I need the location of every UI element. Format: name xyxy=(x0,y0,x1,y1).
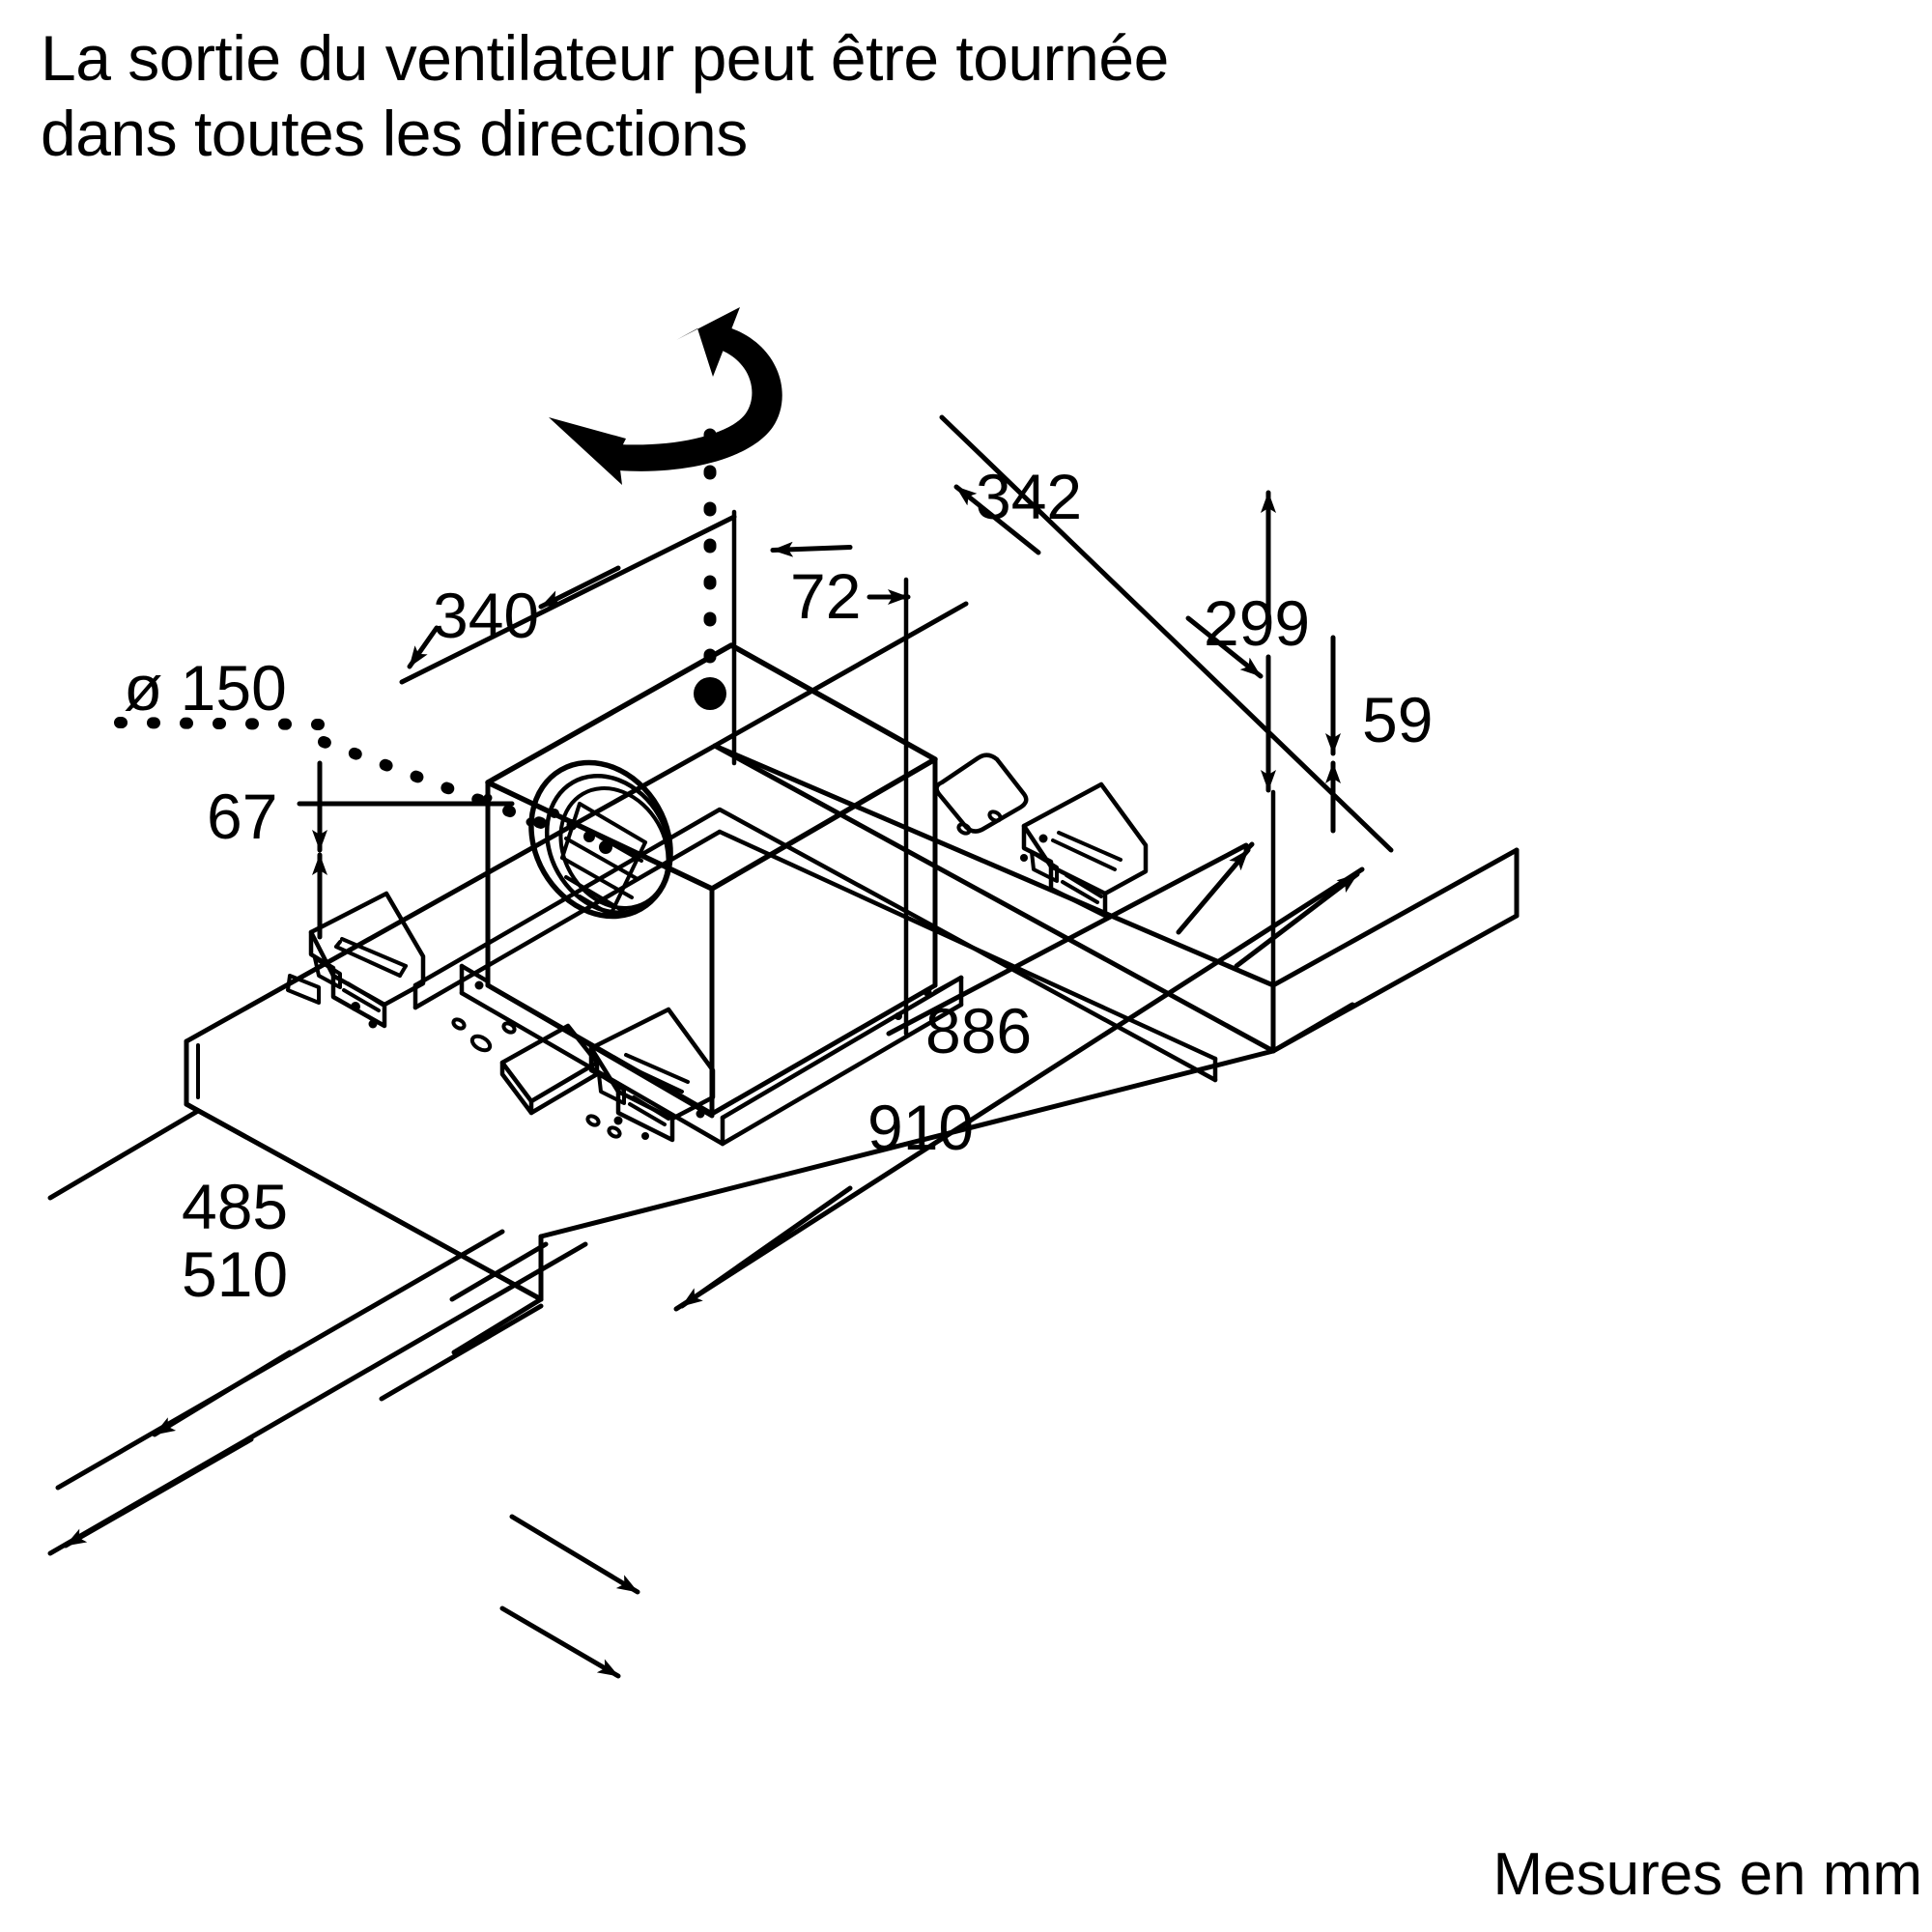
panel-holes xyxy=(451,810,1003,1139)
dia150-leader-dotted xyxy=(114,717,547,829)
dim-label-72: 72 xyxy=(790,560,861,632)
dim-886-arrows xyxy=(1176,847,1251,935)
dim-label-485: 485 xyxy=(182,1171,288,1242)
units-note: Mesures en mm xyxy=(1492,1841,1922,1908)
dim-label-59: 59 xyxy=(1362,684,1433,755)
hood-panel-right-rail xyxy=(712,601,1520,1054)
mounting-bracket-left-dots xyxy=(351,1002,378,1029)
dim-label-910: 910 xyxy=(867,1092,974,1163)
dim-label-dia150: ø 150 xyxy=(124,652,287,724)
rotation-arrow-icon xyxy=(549,307,782,485)
mounting-bracket-right-dots xyxy=(1020,834,1048,862)
dim-72-line xyxy=(770,541,911,605)
fan-outlet-grille xyxy=(560,802,647,917)
dim-label-510: 510 xyxy=(182,1238,288,1310)
dim-910-arrows xyxy=(679,871,1360,1309)
fan-outlet-center-dots xyxy=(550,809,612,854)
dim-label-886: 886 xyxy=(925,995,1032,1066)
dim-342-line xyxy=(939,414,1394,853)
dim-67-line xyxy=(297,760,515,940)
hood-panel-body xyxy=(184,743,1276,1302)
dim-485-510-ext xyxy=(47,1108,549,1402)
dim-label-340: 340 xyxy=(433,580,539,651)
mounting-bracket-right xyxy=(1021,781,1149,919)
dim-340-line xyxy=(399,514,737,685)
dim-label-342: 342 xyxy=(976,461,1082,532)
motor-box-flange-rivets xyxy=(474,980,932,1119)
mounting-bracket-center xyxy=(588,1007,716,1143)
filter-plate-left xyxy=(499,1023,600,1116)
mounting-bracket-left xyxy=(286,891,426,1029)
rotation-axis-pivot-dot xyxy=(694,677,726,710)
dim-910-line xyxy=(673,867,1365,1312)
mounting-bracket-center-dots xyxy=(613,1116,649,1140)
filter-plate-right xyxy=(934,753,1029,834)
page-title: La sortie du ventilateur peut être tourn… xyxy=(41,22,1169,169)
fan-outlet-duct xyxy=(528,759,673,920)
dim-bottom-extensions xyxy=(451,1002,1355,1355)
ext-lines xyxy=(731,509,1276,1037)
dim-485-line xyxy=(55,1229,640,1595)
dim-label-299: 299 xyxy=(1204,587,1310,659)
dim-510-line xyxy=(47,1241,621,1679)
dim-label-67: 67 xyxy=(207,781,277,852)
